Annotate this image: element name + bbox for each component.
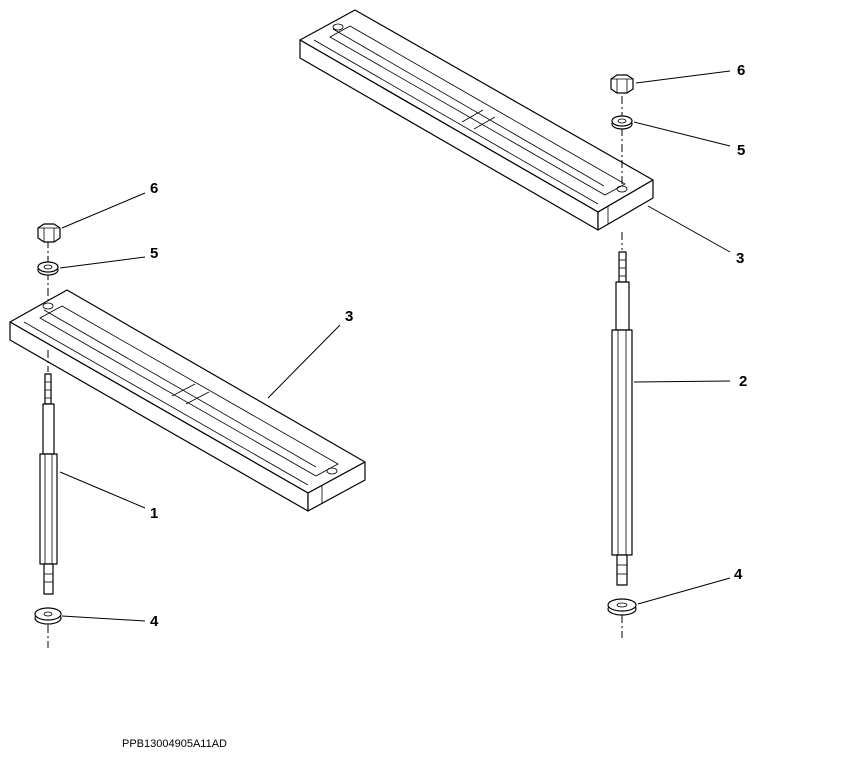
callout-left-rod: 1: [150, 505, 158, 522]
left-hex-nut: [37, 223, 61, 243]
callout-left-bar: 3: [345, 308, 353, 325]
right-hex-nut: [610, 74, 634, 94]
callout-right-bottom-washer: 4: [734, 566, 743, 583]
callout-right-rod: 2: [739, 373, 747, 390]
leader-lines: [59, 70, 731, 622]
right-lock-washer: [611, 115, 633, 130]
left-lock-washer: [37, 261, 59, 276]
right-flat-washer: [607, 598, 637, 616]
right-threaded-rod: [611, 251, 633, 586]
callout-left-nut: 6: [150, 180, 158, 197]
callout-right-washer: 5: [737, 142, 745, 159]
left-flat-washer: [34, 607, 62, 625]
drawing-id-label: PPB13004905A11AD: [122, 738, 227, 750]
left-threaded-rod: [39, 373, 58, 595]
callout-left-washer: 5: [150, 245, 158, 262]
callout-right-bar: 3: [736, 250, 744, 267]
callout-left-bottom-washer: 4: [150, 613, 159, 630]
callout-right-nut: 6: [737, 62, 745, 79]
left-support-bar: [9, 289, 366, 512]
right-support-bar: [299, 9, 654, 231]
